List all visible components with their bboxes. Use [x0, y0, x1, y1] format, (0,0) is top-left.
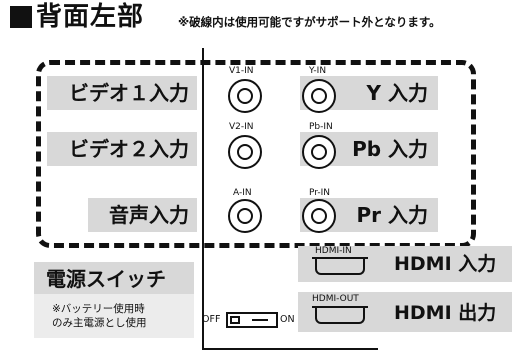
- hdmi-in-top-line: [312, 257, 368, 259]
- hdmi-out-row: [298, 292, 512, 332]
- pb-input-label: Pb 入力: [300, 132, 438, 166]
- power-note-line1: ※バッテリー使用時: [52, 303, 145, 315]
- audio-input-label: 音声入力: [88, 198, 197, 232]
- y-port-label: Y-IN: [309, 66, 327, 76]
- pr-port-label: Pr-IN: [309, 188, 331, 198]
- video2-jack-icon: [228, 135, 262, 169]
- hdmi-in-label: HDMI 入力: [394, 253, 497, 275]
- video1-label: ビデオ１入力: [47, 76, 197, 110]
- hdmi-out-port-icon: [315, 308, 365, 324]
- panel-edge-line: [202, 48, 204, 350]
- hdmi-out-label: HDMI 出力: [394, 302, 497, 324]
- power-switch-knob-icon[interactable]: [230, 316, 240, 324]
- section-title: 背面左部: [36, 2, 145, 32]
- hdmi-in-row: [298, 246, 512, 282]
- hdmi-out-port-label: HDMI-OUT: [312, 294, 359, 304]
- audio-jack-icon: [228, 199, 262, 233]
- pb-port-label: Pb-IN: [309, 122, 333, 132]
- switch-off-label: OFF: [202, 314, 221, 325]
- power-switch[interactable]: [226, 312, 278, 328]
- hdmi-in-port-icon: [315, 259, 365, 275]
- pb-jack-icon: [302, 135, 336, 169]
- video1-jack-icon: [228, 79, 262, 113]
- pr-jack-icon: [302, 199, 336, 233]
- hdmi-in-port-label: HDMI-IN: [315, 246, 352, 256]
- unsupported-region-border: [36, 60, 476, 248]
- switch-on-label: ON: [280, 314, 295, 325]
- video1-port-label: V1-IN: [229, 66, 254, 76]
- hdmi-out-top-line: [312, 306, 368, 308]
- support-note: ※破線内は使用可能ですがサポート外となります。: [178, 15, 441, 29]
- video2-label: ビデオ２入力: [47, 132, 197, 166]
- power-note-line2: のみ主電源とし使用: [52, 317, 147, 329]
- power-switch-title: 電源スイッチ: [34, 262, 194, 296]
- power-switch-slot-icon: [252, 319, 268, 321]
- title-square-icon: [10, 6, 32, 28]
- power-switch-note: ※バッテリー使用時 のみ主電源とし使用: [34, 294, 194, 338]
- video2-port-label: V2-IN: [229, 122, 254, 132]
- panel-bottom-line: [202, 348, 378, 350]
- audio-port-label: A-IN: [233, 188, 252, 198]
- y-jack-icon: [302, 79, 336, 113]
